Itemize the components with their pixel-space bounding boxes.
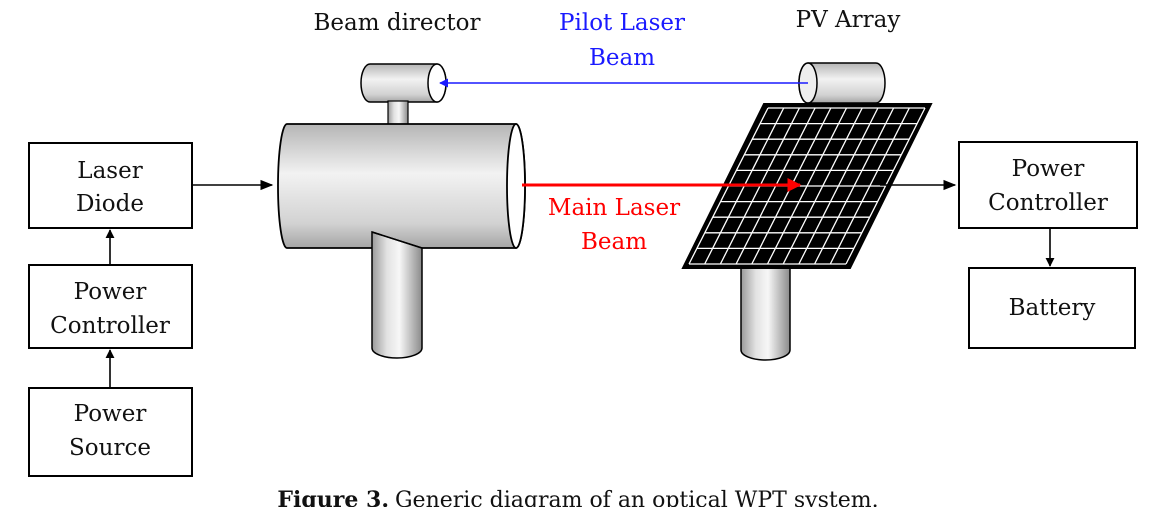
beam-director-label: Beam director bbox=[314, 10, 481, 36]
pilot-beam-label-line1: Pilot Laser bbox=[559, 10, 685, 36]
battery-label: Battery bbox=[1009, 295, 1096, 321]
power-controller-right-label-line1: Power bbox=[1012, 156, 1085, 182]
beam-director-assembly bbox=[277, 63, 526, 359]
figure-caption-prefix: Figure 3. bbox=[277, 487, 389, 507]
pv-array-assembly bbox=[681, 62, 933, 361]
power-source-label-line1: Power bbox=[74, 401, 147, 427]
power-source-block: Power Source bbox=[28, 387, 193, 477]
power-controller-left-block: Power Controller bbox=[28, 264, 193, 349]
pv-array-post bbox=[740, 259, 791, 361]
power-controller-right-block: Power Controller bbox=[958, 141, 1138, 229]
transmitter-post bbox=[371, 230, 423, 359]
pilot-beam-label-line2: Beam bbox=[589, 45, 655, 71]
power-controller-right-label-line2: Controller bbox=[988, 190, 1108, 216]
laser-diode-label-line1: Laser bbox=[77, 158, 142, 184]
power-controller-left-label-line1: Power bbox=[74, 279, 147, 305]
pv-cell-grid bbox=[688, 107, 926, 265]
figure-caption: Figure 3. Generic diagram of an optical W… bbox=[277, 487, 878, 507]
power-source-label-line2: Source bbox=[69, 435, 151, 461]
main-beam-label-line1: Main Laser bbox=[548, 195, 680, 221]
main-beam-label-line2: Beam bbox=[581, 229, 647, 255]
battery-block: Battery bbox=[968, 267, 1136, 349]
laser-diode-block: Laser Diode bbox=[28, 142, 193, 229]
pv-array-label: PV Array bbox=[796, 7, 901, 33]
transmitter-body bbox=[277, 123, 526, 249]
figure-caption-text: Generic diagram of an optical WPT system… bbox=[395, 488, 879, 507]
laser-diode-label-line2: Diode bbox=[76, 191, 144, 217]
power-controller-left-label-line2: Controller bbox=[50, 313, 170, 339]
